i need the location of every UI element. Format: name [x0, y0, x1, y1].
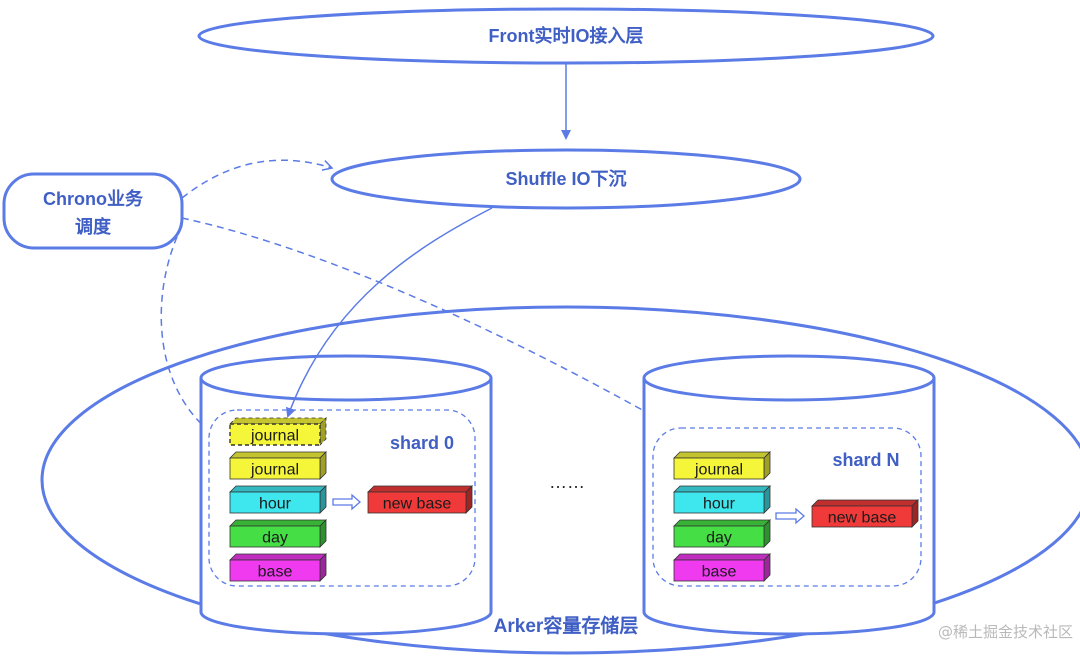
shard-0-block-base-label: base [258, 564, 293, 581]
chrono-to-shardn-dashed-arrow [181, 217, 680, 431]
shard-n-block-base-label: base [702, 564, 737, 581]
shard-0-new-base-label: new base [383, 496, 452, 513]
chrono-scheduler-node: Chrono业务 调度 [2, 172, 184, 250]
chrono-to-shuffle-dashed-arrow [181, 159, 334, 199]
shard-0-block-hour: hour [229, 485, 327, 514]
shard-0-container [208, 409, 476, 587]
shard-n-cylinder: shard N journal hour day base new base [642, 354, 936, 636]
shard-0-block-journal: journal [229, 417, 327, 446]
front-layer-label: Front实时IO接入层 [489, 25, 644, 46]
shard-n-new-base: new base [811, 499, 919, 528]
shard-0-block-base: base [229, 553, 327, 582]
shard-n-title: shard N [832, 450, 899, 470]
shard-n-merge-arrow [775, 507, 805, 525]
watermark-text: @稀土掘金技术社区 [938, 623, 1073, 641]
shard-n-block-hour: hour [673, 485, 771, 514]
shards-ellipsis: …… [549, 472, 585, 492]
shard-0-merge-arrow [332, 493, 361, 511]
shard-0-cylinder: shard 0 journal journal hour day base new ba… [199, 354, 493, 636]
shard-0-title: shard 0 [390, 433, 454, 453]
shard-0-block-journal-label: journal [250, 462, 299, 479]
shard-n-block-day-label: day [706, 530, 732, 547]
shard-0-new-base: new base [367, 485, 473, 514]
chrono-label-line1: Chrono业务 [43, 188, 144, 209]
shard-0-block-journal-label: journal [250, 428, 299, 445]
shard-0-new-base-block: new base [367, 485, 473, 514]
shard-0-block-day: day [229, 519, 327, 548]
shard-0-block-journal: journal [229, 451, 327, 480]
shard-n-block-base: base [673, 553, 771, 582]
shard-0-block-day-label: day [262, 530, 288, 547]
shard-n-new-base-label: new base [828, 510, 897, 527]
shuffle-to-shard0-arrow [286, 207, 493, 418]
shard-n-block-hour-label: hour [703, 496, 736, 513]
shard-n-block-stack: journal hour day base [673, 451, 771, 582]
shard-n-block-day: day [673, 519, 771, 548]
front-layer-node: Front实时IO接入层 [197, 7, 935, 65]
shuffle-io-label: Shuffle IO下沉 [506, 169, 627, 189]
arker-layer-label: Arker容量存储层 [494, 614, 639, 637]
chrono-label-line2: 调度 [75, 216, 112, 237]
shuffle-io-node: Shuffle IO下沉 [330, 148, 802, 210]
shard-0-block-stack: journal journal hour day base [229, 417, 327, 582]
shard-n-block-journal: journal [673, 451, 771, 480]
shard-0-block-hour-label: hour [259, 496, 292, 513]
chrono-to-shard0-dashed-arrow [160, 225, 220, 439]
shard-n-new-base-block: new base [811, 499, 919, 528]
shard-n-container [652, 427, 922, 587]
shard-n-block-journal-label: journal [694, 462, 743, 479]
